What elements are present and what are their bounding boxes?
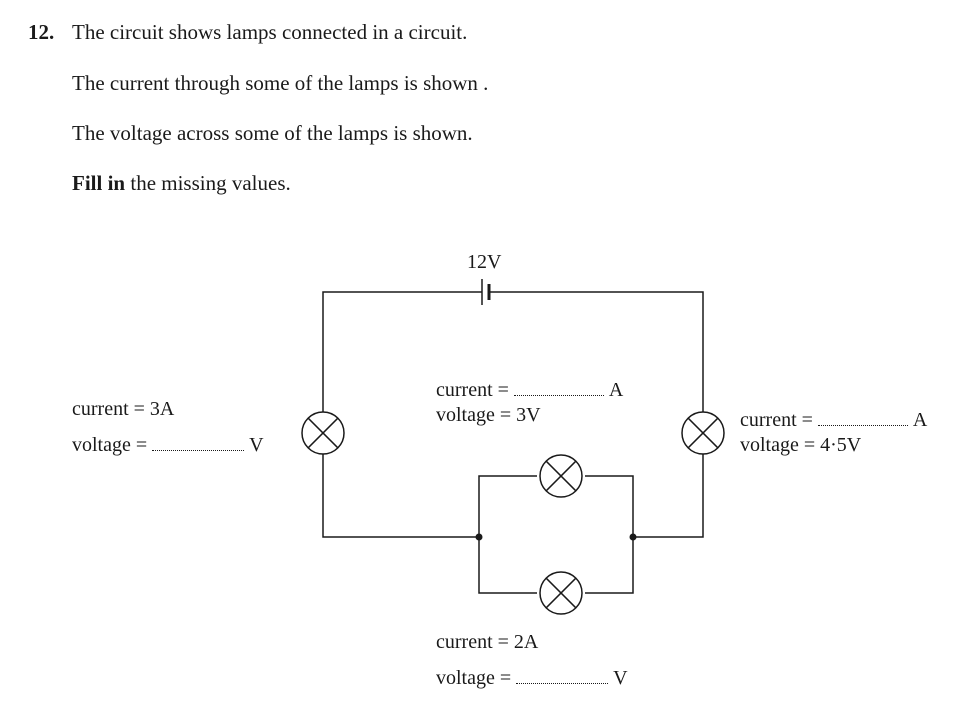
bottom-lamp-voltage-unit: V	[613, 667, 628, 689]
left-lamp-voltage-blank[interactable]	[152, 450, 245, 451]
lamp-parallel-bottom	[539, 571, 583, 615]
left-lamp-current: current = 3A	[72, 398, 175, 420]
lamp-parallel-top	[539, 454, 583, 498]
left-lamp-voltage-row: voltage = V	[72, 435, 264, 455]
right-lamp-current-blank[interactable]	[817, 425, 908, 426]
lamp-left	[301, 411, 345, 455]
top-lamp-current-blank[interactable]	[513, 395, 604, 396]
top-lamp-current-prefix: current =	[436, 379, 509, 401]
wire-branch-top-left	[478, 475, 537, 537]
wire-top-left	[322, 291, 482, 412]
question-line-4: Fill in the missing values.	[72, 171, 291, 196]
right-lamp-current-prefix: current =	[740, 409, 813, 431]
question-line-1: The circuit shows lamps connected in a c…	[72, 20, 468, 44]
battery-cell	[481, 279, 491, 305]
question-line-3: The voltage across some of the lamps is …	[72, 121, 473, 145]
wire-branch-top-right	[585, 475, 634, 537]
wire-branch-bottom-right	[585, 537, 634, 594]
junction-right	[629, 533, 637, 541]
fill-in-rest: the missing values.	[125, 171, 291, 195]
left-lamp-voltage-prefix: voltage =	[72, 434, 148, 456]
bottom-lamp-current: current = 2A	[436, 631, 539, 653]
fill-in-bold: Fill in	[72, 171, 126, 195]
lamp-right	[681, 411, 725, 455]
bottom-lamp-voltage-blank[interactable]	[516, 683, 609, 684]
bottom-lamp-voltage-prefix: voltage =	[436, 667, 512, 689]
top-lamp-current-row: current = A	[436, 380, 623, 400]
left-lamp-voltage-unit: V	[249, 434, 264, 456]
right-lamp-current-unit: A	[912, 409, 928, 431]
top-lamp-current-unit: A	[608, 379, 624, 401]
junction-left	[475, 533, 483, 541]
question-line-2: The current through some of the lamps is…	[72, 71, 489, 95]
top-lamp-voltage: voltage = 3V	[436, 404, 541, 426]
wire-branch-bottom-left	[478, 537, 537, 594]
bottom-lamp-voltage-row: voltage = V	[436, 668, 628, 688]
question-number: 12.	[28, 20, 55, 44]
wire-right-down	[633, 454, 704, 538]
wire-top-right	[489, 291, 704, 412]
battery-voltage-label: 12V	[467, 251, 502, 273]
right-lamp-voltage: voltage = 4·5V	[740, 434, 862, 456]
wire-left-down	[322, 454, 479, 538]
right-lamp-current-row: current = A	[740, 410, 927, 430]
